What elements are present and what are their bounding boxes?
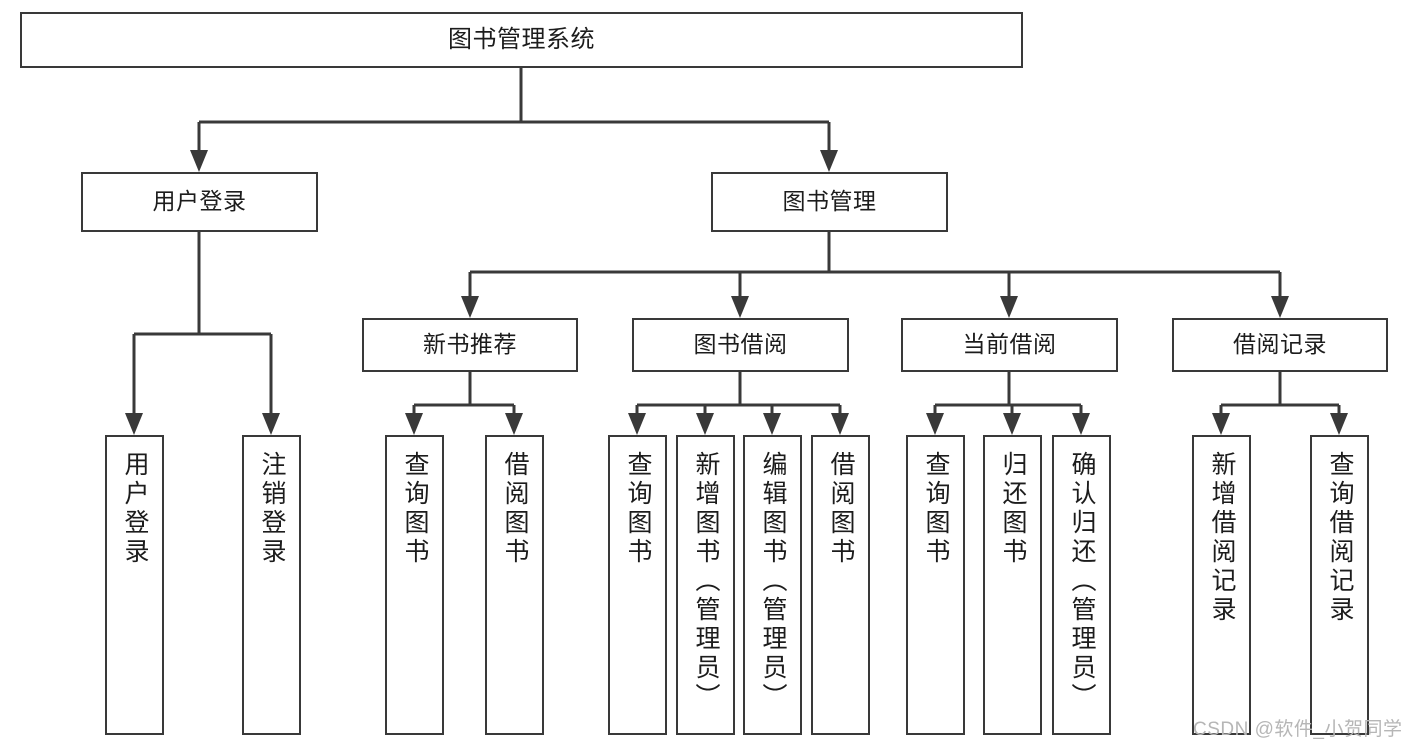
- node-leaf-cb-confirm[interactable]: 确认归还（管理员）: [1052, 435, 1111, 735]
- arrowhead-icon: [125, 413, 143, 435]
- node-root[interactable]: 图书管理系统: [20, 12, 1023, 68]
- arrowhead-icon: [731, 296, 749, 318]
- node-leaf-rec-borrow[interactable]: 借阅图书: [485, 435, 544, 735]
- arrowhead-icon: [262, 413, 280, 435]
- node-user-login[interactable]: 用户登录: [81, 172, 318, 232]
- arrowhead-icon: [1271, 296, 1289, 318]
- node-leaf-bb-add[interactable]: 新增图书（管理员）: [676, 435, 735, 735]
- arrowhead-icon: [628, 413, 646, 435]
- watermark: CSDN @软件_小贺同学: [1193, 719, 1403, 740]
- node-label: 注销登录: [258, 451, 286, 567]
- node-leaf-br-add[interactable]: 新增借阅记录: [1192, 435, 1251, 735]
- node-borrow-record[interactable]: 借阅记录: [1172, 318, 1388, 372]
- node-label: 借阅图书: [827, 451, 855, 567]
- node-leaf-bb-edit[interactable]: 编辑图书（管理员）: [743, 435, 802, 735]
- arrowhead-icon: [820, 150, 838, 172]
- node-label: 归还图书: [999, 451, 1027, 567]
- node-leaf-bb-query[interactable]: 查询图书: [608, 435, 667, 735]
- arrowhead-icon: [1212, 413, 1230, 435]
- arrowhead-icon: [1072, 413, 1090, 435]
- node-label: 新书推荐: [423, 331, 517, 358]
- node-label: 图书管理系统: [448, 25, 595, 53]
- node-label: 借阅记录: [1233, 331, 1327, 358]
- node-leaf-br-query[interactable]: 查询借阅记录: [1310, 435, 1369, 735]
- node-leaf-cb-query[interactable]: 查询图书: [906, 435, 965, 735]
- node-label: 图书借阅: [693, 331, 788, 358]
- node-leaf-logout[interactable]: 注销登录: [242, 435, 301, 735]
- node-leaf-rec-query[interactable]: 查询图书: [385, 435, 444, 735]
- node-label: 查询图书: [922, 451, 950, 567]
- node-label: 新增借阅记录: [1208, 451, 1236, 625]
- arrowhead-icon: [763, 413, 781, 435]
- node-label: 用户登录: [121, 451, 149, 567]
- node-leaf-user-login[interactable]: 用户登录: [105, 435, 164, 735]
- arrowhead-icon: [505, 413, 523, 435]
- arrowhead-icon: [1330, 413, 1348, 435]
- node-new-book-rec[interactable]: 新书推荐: [362, 318, 578, 372]
- node-label: 查询图书: [401, 451, 429, 567]
- node-label: 图书管理: [782, 188, 877, 215]
- node-label: 编辑图书（管理员）: [759, 451, 787, 712]
- arrowhead-icon: [405, 413, 423, 435]
- node-label: 新增图书（管理员）: [692, 451, 720, 712]
- node-book-borrow[interactable]: 图书借阅: [632, 318, 849, 372]
- node-label: 查询图书: [624, 451, 652, 567]
- arrowhead-icon: [1000, 296, 1018, 318]
- arrowhead-icon: [831, 413, 849, 435]
- node-label: 确认归还（管理员）: [1068, 451, 1096, 712]
- arrowhead-icon: [461, 296, 479, 318]
- arrowhead-icon: [926, 413, 944, 435]
- node-leaf-cb-return[interactable]: 归还图书: [983, 435, 1042, 735]
- arrowhead-icon: [696, 413, 714, 435]
- node-label: 查询借阅记录: [1326, 451, 1354, 625]
- arrowhead-icon: [190, 150, 208, 172]
- node-current-borrow[interactable]: 当前借阅: [901, 318, 1118, 372]
- node-label: 借阅图书: [501, 451, 529, 567]
- node-leaf-bb-borrow[interactable]: 借阅图书: [811, 435, 870, 735]
- node-label: 用户登录: [152, 188, 247, 215]
- node-book-manage[interactable]: 图书管理: [711, 172, 948, 232]
- arrowhead-icon: [1003, 413, 1021, 435]
- node-label: 当前借阅: [962, 331, 1057, 358]
